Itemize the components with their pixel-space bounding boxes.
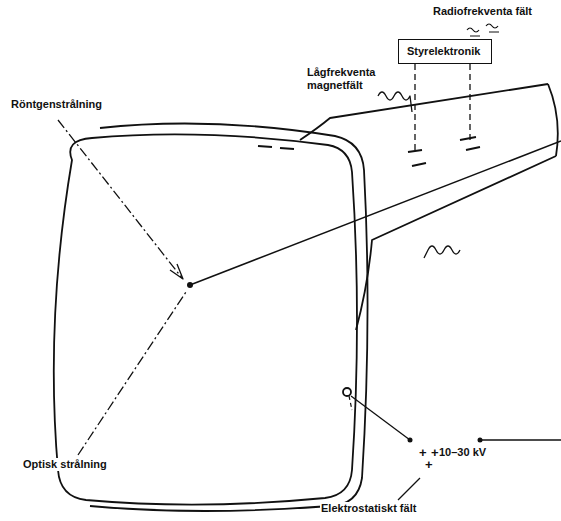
deflection-plate (408, 137, 480, 166)
magnetic-field-wave (424, 246, 460, 258)
hv-lead (480, 439, 561, 440)
electron-beam (190, 141, 561, 285)
optical-ray (78, 292, 186, 455)
beam-spot (187, 282, 193, 288)
control-box: Styrelektronik (398, 39, 492, 64)
xray-ray (58, 120, 182, 278)
field-label: Elektrostatiskt fält (320, 502, 417, 515)
terminal-dot (478, 438, 483, 443)
anode-terminal (343, 388, 351, 396)
face-rim (90, 124, 368, 512)
field-label: Optisk strålning (22, 458, 108, 471)
field-label: Radiofrekventa fält (432, 5, 533, 18)
anode-wire (349, 396, 352, 410)
control-wire (414, 64, 415, 150)
rf-wave (467, 24, 498, 32)
screen-face (54, 134, 357, 504)
arrow-head (170, 264, 183, 279)
control-wire (469, 64, 470, 142)
neck-top (300, 84, 548, 140)
leader-line (398, 478, 420, 500)
terminal-dot (408, 438, 413, 443)
hv-lead (351, 396, 410, 440)
field-label: Röntgenstrålning (10, 98, 103, 111)
face-mark (258, 146, 294, 149)
box-label: Styrelektronik (399, 40, 491, 62)
field-label: Lågfrekventa magnetfält (306, 66, 386, 91)
charge-sign: + (424, 458, 434, 473)
magnetic-field-wave (378, 92, 412, 112)
field-label: 10–30 kV (438, 446, 487, 459)
rf-wave (470, 32, 499, 36)
